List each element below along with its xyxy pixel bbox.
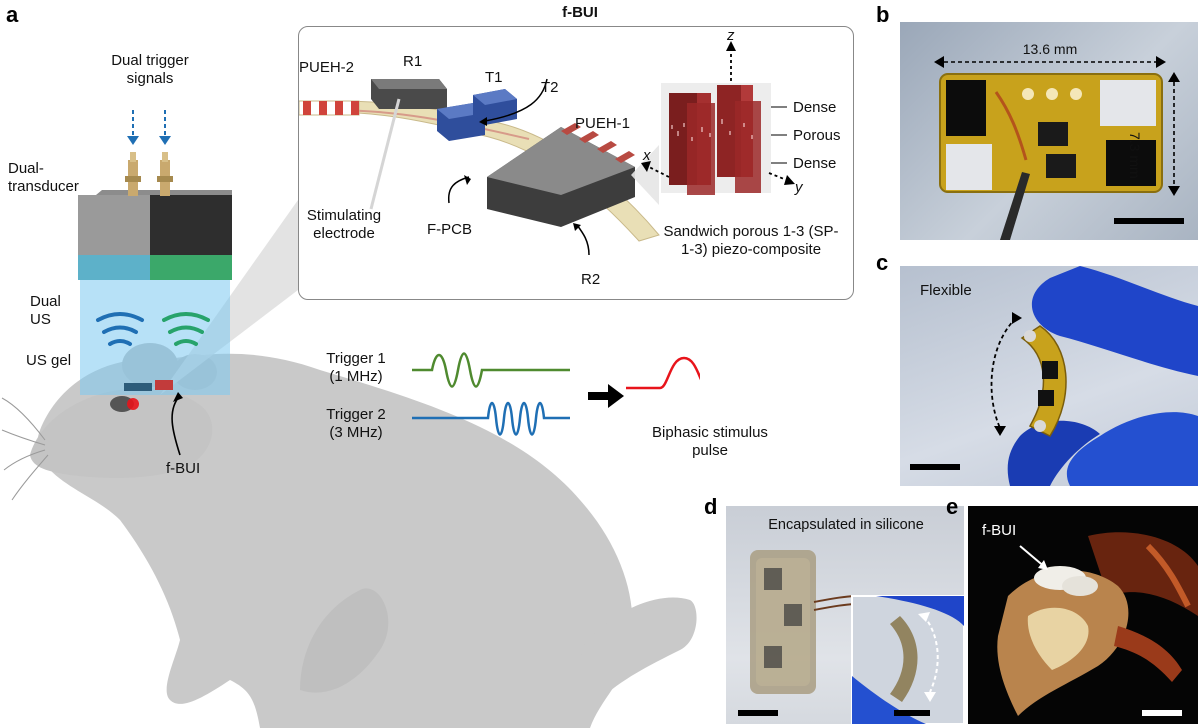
t2-label: T2 [541,79,559,96]
us-gel-label: US gel [26,352,72,369]
height-dimension-label: 7.3 mm [1127,132,1143,179]
t1-label: T1 [485,69,503,86]
panel-d-photo: Encapsulated in silicone [726,506,964,724]
dual-trigger-label: Dual trigger signals [111,52,189,87]
panel-e-scalebar [1142,710,1182,716]
panel-e-photo: f-BUI [968,506,1198,724]
trigger1-name: Trigger 1 [326,350,386,367]
dual-transducer [78,152,232,280]
axis-z-label: z [727,27,735,44]
trigger2-label: Trigger 2 (3 MHz) [316,406,396,442]
biphasic-waveform [626,356,700,390]
f-bui-e-label: f-BUI [982,522,1017,539]
trigger-arrows [132,110,166,138]
dense-bottom-label: Dense [793,155,837,172]
f-bui-inset: PUEH-2 R1 T1 T2 PUEH-1 Stimulating elect… [298,26,854,300]
encapsulated-label: Encapsulated in silicone [768,517,924,533]
flexible-label: Flexible [920,282,972,299]
trigger2-waveform [412,401,570,436]
fpcb-label: F-PCB [427,221,472,238]
panel-d-letter: d [704,494,718,519]
stimulating-electrode [369,98,401,210]
panel-b-letter: b [876,2,890,27]
r2-label: R2 [581,271,601,288]
pueh1-label: PUEH-1 [575,115,631,132]
panel-c-scalebar [910,464,960,470]
sp13-composite [641,41,795,195]
pueh1-element [487,123,635,227]
trigger1-waveform [412,352,570,388]
trigger2-freq: (3 MHz) [329,424,383,441]
panel-a-illustration [1,110,700,728]
panel-d-inset-scalebar [894,710,930,716]
r1-label: R1 [403,53,423,70]
pueh2-element [299,100,360,116]
trigger2-name: Trigger 2 [326,406,386,423]
f-bui-device-illustration [299,41,795,256]
f-bui-label: f-BUI [166,460,201,477]
width-dimension-label: 13.6 mm [1022,41,1078,57]
panel-e-letter: e [946,494,959,519]
sp13-label: Sandwich porous 1-3 (SP-1-3) piezo-compo… [663,223,839,258]
panel-b-scalebar [1114,218,1184,224]
pueh2-label: PUEH-2 [299,59,355,76]
us-waves-icon [96,312,210,346]
rat-silhouette [1,343,697,728]
stim-electrode-label: Stimulating electrode [306,207,382,242]
arrow-right-icon [588,384,624,408]
dual-transducer-label: Dual-transducer [8,160,79,195]
r1-element [371,79,447,109]
axis-y-label: y [795,179,803,196]
panel-d-scalebar [738,710,778,716]
inset-title: f-BUI [562,4,598,21]
panel-c-letter: c [876,250,889,275]
biphasic-label: Biphasic stimulus pulse [652,424,768,459]
trigger1-freq: (1 MHz) [329,368,383,385]
dual-us-label: Dual US [30,293,61,328]
panel-c-photo: Flexible [900,266,1198,486]
porous-label: Porous [793,127,841,144]
trigger1-label: Trigger 1 (1 MHz) [316,350,396,386]
dense-top-label: Dense [793,99,837,116]
panel-b-photo: 13.6 mm 7.3 mm [900,22,1198,240]
axis-x-label: x [643,147,651,164]
panel-a-letter: a [6,2,19,27]
